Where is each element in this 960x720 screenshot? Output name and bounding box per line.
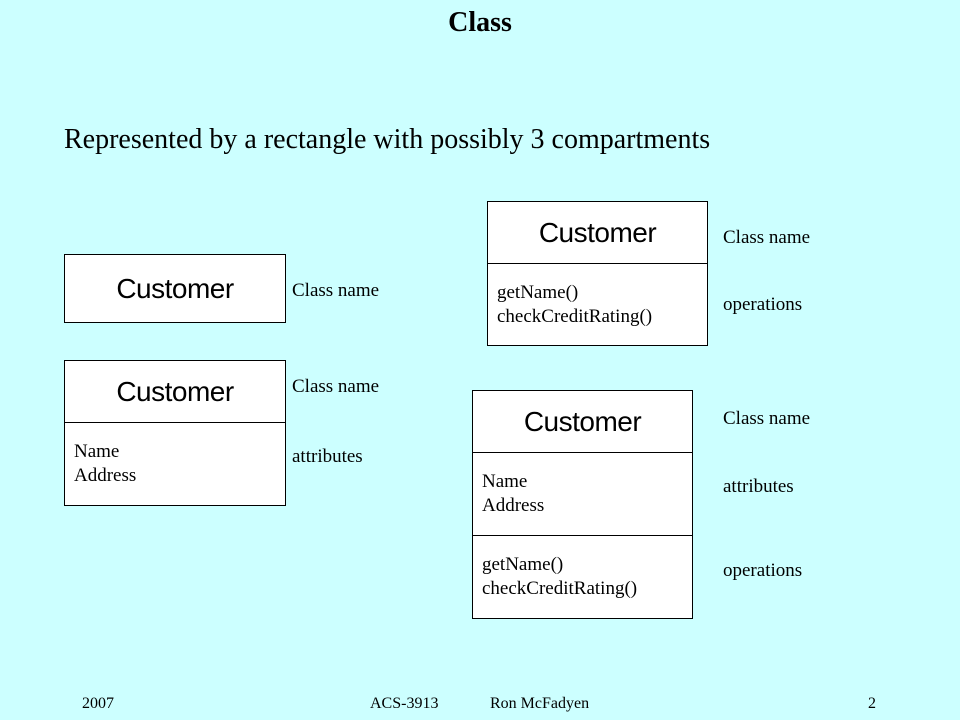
footer-author: Ron McFadyen	[490, 695, 590, 712]
attribute-item: Name	[74, 441, 120, 462]
footer-course: ACS-3913	[370, 695, 439, 712]
operation-item: getName()	[482, 554, 564, 575]
attributes-compartment: Name Address	[65, 422, 285, 505]
attribute-item: Address	[74, 465, 137, 486]
attributes-compartment: Name Address	[473, 452, 692, 535]
uml-class-name-only: Customer	[64, 254, 286, 323]
operation-item: getName()	[497, 281, 579, 303]
class-name-compartment: Customer	[116, 272, 234, 304]
label-class-name: Class name	[292, 280, 380, 301]
label-attributes: attributes	[292, 446, 363, 467]
operation-item: checkCreditRating()	[482, 578, 638, 599]
uml-class-name-attributes: Customer Name Address	[64, 360, 286, 506]
label-operations: operations	[723, 560, 803, 581]
label-class-name: Class name	[292, 376, 380, 397]
operation-item: checkCreditRating()	[497, 305, 653, 327]
attribute-item: Name	[482, 471, 528, 492]
footer-year: 2007	[82, 695, 114, 712]
label-class-name: Class name	[723, 227, 811, 248]
label-attributes: attributes	[723, 476, 794, 497]
uml-class-full: Customer Name Address getName() checkCre…	[472, 390, 693, 619]
label-class-name: Class name	[723, 408, 811, 429]
operations-compartment: getName() checkCreditRating()	[488, 263, 707, 345]
uml-class-name-operations: Customer getName() checkCreditRating()	[487, 201, 708, 346]
class-name-compartment: Customer	[116, 375, 234, 407]
slide-subtitle: Represented by a rectangle with possibly…	[64, 124, 711, 155]
operations-compartment: getName() checkCreditRating()	[473, 535, 692, 618]
class-name-compartment: Customer	[523, 405, 642, 437]
footer-page-number: 2	[868, 695, 876, 712]
slide-title: Class	[448, 7, 512, 38]
class-name-compartment: Customer	[538, 216, 657, 248]
attribute-item: Address	[482, 495, 545, 516]
label-operations: operations	[723, 294, 803, 315]
